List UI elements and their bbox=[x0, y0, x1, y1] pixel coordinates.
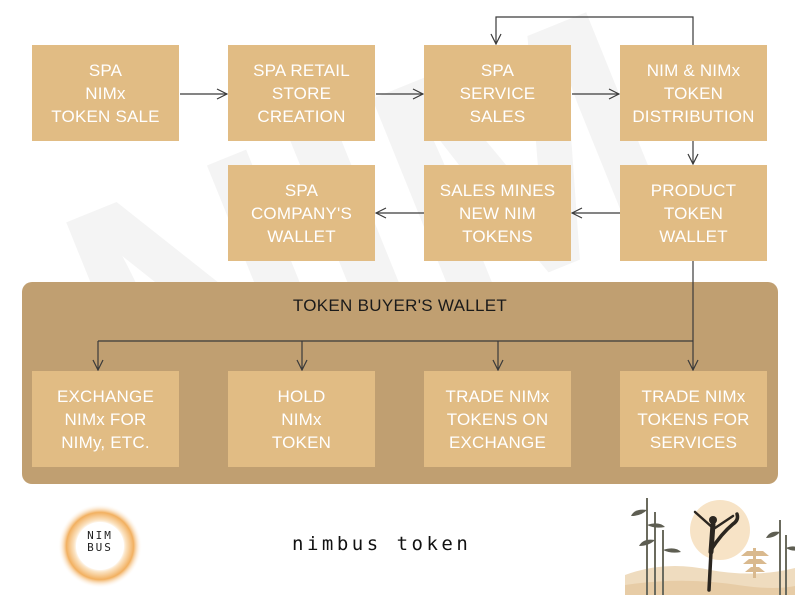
spa-company-wallet-box: SPA COMPANY'S WALLET bbox=[228, 165, 375, 261]
yoga-illustration-icon bbox=[625, 498, 795, 595]
sales-mines-tokens-box: SALES MINES NEW NIM TOKENS bbox=[424, 165, 571, 261]
spa-retail-store-creation-box: SPA RETAIL STORE CREATION bbox=[228, 45, 375, 141]
brand-name: nimbus token bbox=[292, 533, 472, 555]
trade-on-exchange-box: TRADE NIMx TOKENS ON EXCHANGE bbox=[424, 371, 571, 467]
logo-text: NIM BUS bbox=[87, 529, 113, 554]
spa-service-sales-box: SPA SERVICE SALES bbox=[424, 45, 571, 141]
trade-for-services-box: TRADE NIMx TOKENS FOR SERVICES bbox=[620, 371, 767, 467]
spa-token-sale-box: SPA NIMx TOKEN SALE bbox=[32, 45, 179, 141]
token-distribution-box: NIM & NIMx TOKEN DISTRIBUTION bbox=[620, 45, 767, 141]
product-token-wallet-box: PRODUCT TOKEN WALLET bbox=[620, 165, 767, 261]
exchange-nimx-box: EXCHANGE NIMx FOR NIMy, ETC. bbox=[32, 371, 179, 467]
nimbus-logo-icon bbox=[58, 504, 142, 588]
token-buyer-wallet-title: TOKEN BUYER'S WALLET bbox=[292, 296, 508, 315]
hold-nimx-box: HOLD NIMx TOKEN bbox=[228, 371, 375, 467]
